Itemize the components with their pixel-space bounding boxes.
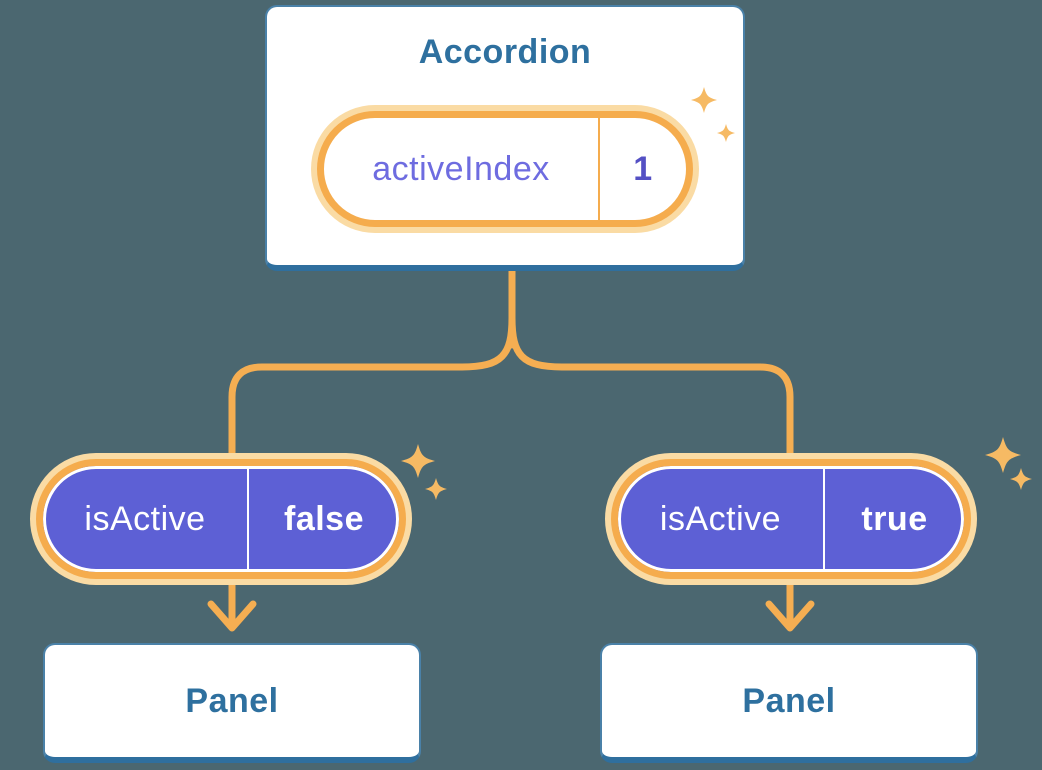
prop-pill-value: false <box>284 499 364 538</box>
pill-divider <box>598 118 600 220</box>
pill-divider <box>247 466 249 572</box>
panel-title: Panel <box>185 681 279 720</box>
accordion-title: Accordion <box>418 33 592 71</box>
panel-card-left: Panel <box>43 643 421 763</box>
state-pill-label: activeIndex <box>372 149 550 188</box>
sparkle-icon <box>401 444 447 500</box>
sparkle-icon <box>691 87 735 142</box>
pill-divider <box>823 466 825 572</box>
prop-pill-label: isActive <box>84 499 206 538</box>
prop-pill-label: isActive <box>659 499 782 538</box>
prop-pill-value: true <box>861 499 928 538</box>
state-pill-activeindex: activeIndex 1 <box>311 105 699 233</box>
prop-pill-isactive-true: isActive true <box>605 453 977 585</box>
prop-pill-isactive-false: isActive false <box>30 453 412 585</box>
connector-branch-left <box>228 314 516 628</box>
state-pill-value: 1 <box>633 149 653 188</box>
sparkle-icon <box>985 437 1032 490</box>
arrowhead-right-icon <box>765 600 815 632</box>
panel-card-right: Panel <box>600 643 978 763</box>
panel-title: Panel <box>742 681 836 720</box>
connector-branch-right <box>508 314 794 628</box>
arrowhead-left-icon <box>207 600 257 632</box>
